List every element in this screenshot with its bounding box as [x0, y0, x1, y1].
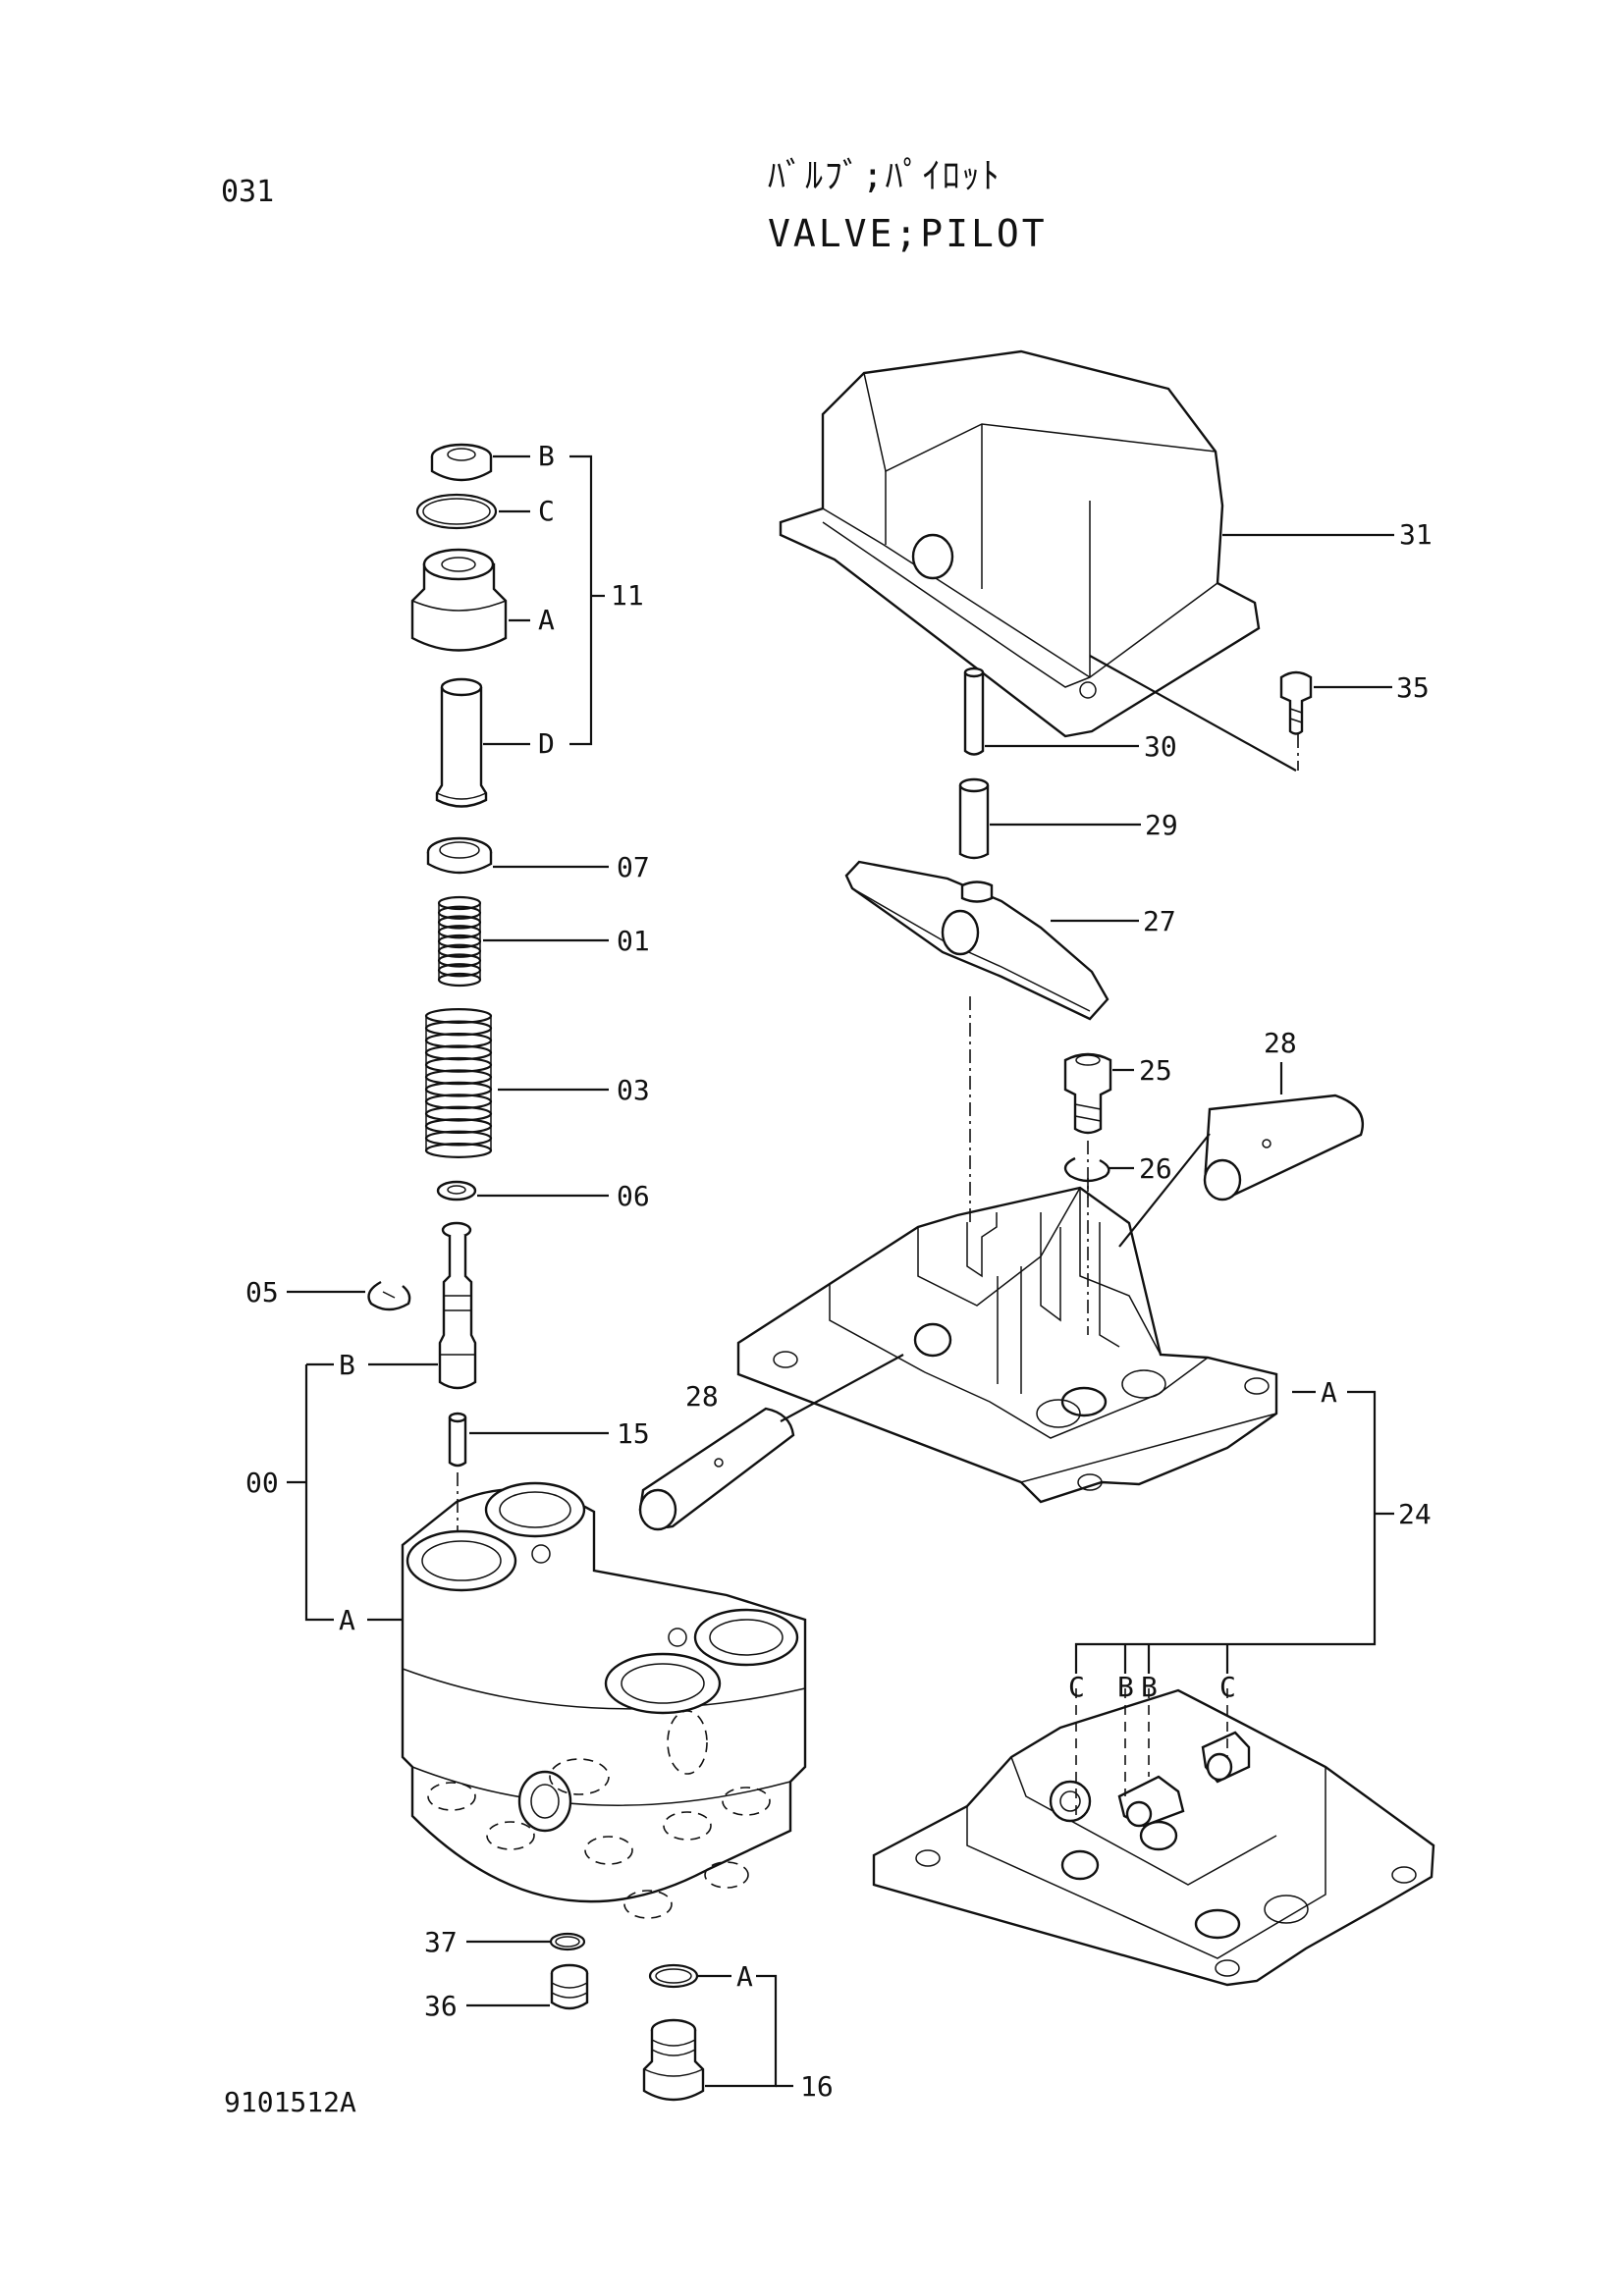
callout-30: 30	[1144, 730, 1177, 763]
part-15-pin	[448, 1412, 467, 1468]
callout-11-a: A	[538, 604, 555, 636]
callout-00: 00	[245, 1467, 279, 1499]
part-01-inner-spring	[437, 895, 482, 988]
callout-24-a: A	[1321, 1376, 1337, 1409]
callout-05: 05	[245, 1276, 279, 1308]
callout-24: 24	[1398, 1498, 1432, 1530]
part-16-a-o-ring	[648, 1963, 699, 1989]
callout-36: 36	[424, 1990, 458, 2022]
callout-labels: 31 35 30 29 27 25 28 26 28 A 24 C B B C …	[245, 440, 1433, 2103]
callout-24-b2: B	[1141, 1671, 1158, 1703]
part-11-b-seal	[430, 443, 493, 482]
part-05-snap-clip	[367, 1280, 411, 1311]
callout-26: 26	[1139, 1152, 1172, 1185]
title-english: VALVE;PILOT	[768, 212, 1048, 255]
left-leader-lines	[287, 454, 793, 2088]
callout-01: 01	[617, 925, 650, 957]
part-11-d-pusher	[435, 677, 488, 808]
part-00-b-spool	[438, 1221, 477, 1390]
callout-11-c: C	[538, 495, 555, 527]
part-11-a-bushing	[410, 548, 508, 652]
part-36-plug	[550, 1963, 589, 2010]
callout-25: 25	[1139, 1054, 1172, 1087]
part-28-left-pin	[638, 1407, 795, 1531]
callout-03: 03	[617, 1074, 650, 1106]
callout-06: 06	[617, 1180, 650, 1212]
part-25-screw	[1063, 1052, 1112, 1135]
part-27-cam-plate	[844, 860, 1109, 1021]
part-00-a-valve-body	[401, 1472, 807, 1919]
callout-15: 15	[617, 1417, 650, 1450]
part-28-right-pin	[1203, 1094, 1364, 1201]
part-30-pin	[963, 667, 985, 756]
page-number: 031	[221, 175, 275, 209]
callout-11: 11	[611, 579, 644, 612]
callout-37: 37	[424, 1926, 458, 1958]
part-16-plug	[642, 2018, 705, 2102]
title-japanese: ﾊﾞﾙﾌﾞ;ﾊﾟｲﾛｯﾄ	[768, 156, 1001, 196]
callout-35: 35	[1396, 671, 1430, 704]
callout-11-d: D	[538, 727, 555, 760]
callout-24-b1: B	[1117, 1671, 1134, 1703]
callout-07: 07	[617, 851, 650, 883]
callout-00-b: B	[339, 1349, 355, 1381]
part-11-c-o-ring	[415, 493, 498, 530]
part-24-base-detail	[872, 1688, 1435, 1987]
right-leader-lines	[780, 533, 1394, 1674]
callout-16: 16	[800, 2070, 834, 2103]
callout-31: 31	[1399, 518, 1433, 551]
drawing-number: 9101512A	[224, 2086, 356, 2118]
callout-28-right: 28	[1264, 1027, 1297, 1059]
callout-24-c2: C	[1219, 1671, 1236, 1703]
part-29-pin	[958, 777, 990, 860]
part-35-bolt	[1279, 670, 1313, 735]
callout-11-b: B	[538, 440, 555, 472]
part-31-cover	[779, 349, 1261, 738]
part-24-base-plate	[736, 1186, 1278, 1504]
part-07-washer	[426, 836, 493, 875]
callout-29: 29	[1145, 809, 1178, 841]
callout-28-left: 28	[685, 1380, 719, 1413]
callout-27: 27	[1143, 905, 1176, 937]
part-06-spring-seat	[436, 1180, 477, 1201]
part-37-o-ring	[549, 1932, 586, 1951]
callout-00-a: A	[339, 1604, 355, 1636]
callout-24-c1: C	[1068, 1671, 1085, 1703]
part-03-outer-spring	[424, 1008, 493, 1158]
callout-16-a: A	[736, 1960, 753, 1993]
